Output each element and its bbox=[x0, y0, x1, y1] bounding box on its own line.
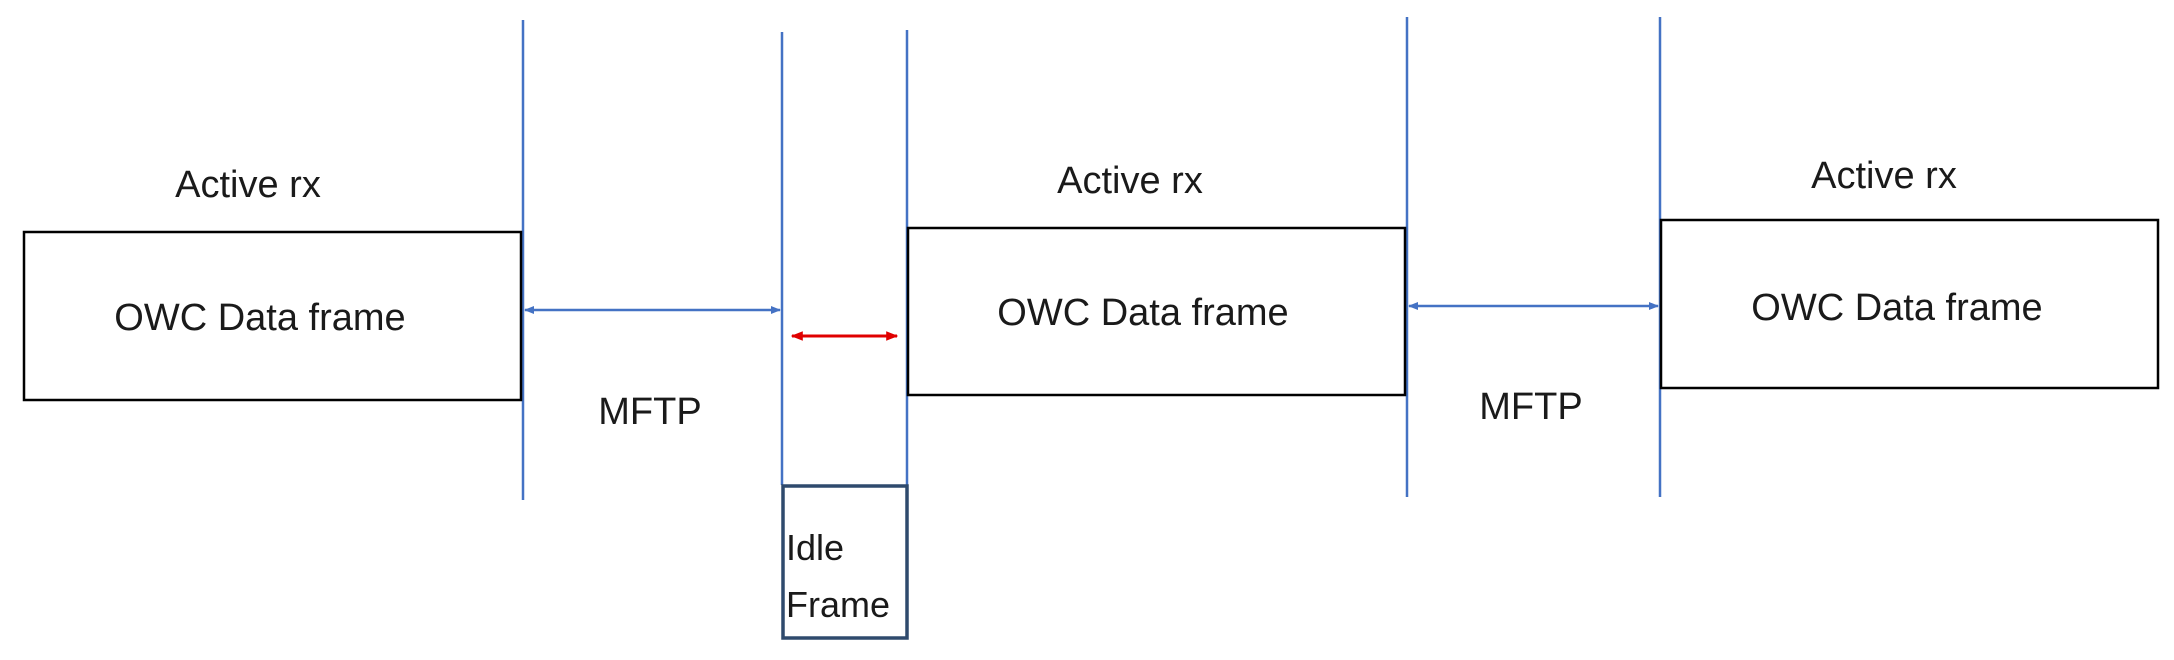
active-rx-label-1: Active rx bbox=[175, 164, 321, 206]
data-frame-label-2: OWC Data frame bbox=[997, 292, 1288, 334]
idle-frame-label-line1: Idle bbox=[786, 527, 844, 568]
idle-frame-box bbox=[781, 484, 909, 640]
data-frame-box-1 bbox=[22, 230, 523, 402]
active-rx-label-2: Active rx bbox=[1057, 160, 1203, 202]
idle-frame-label-line2: Frame bbox=[786, 584, 890, 625]
mftp-label-1: MFTP bbox=[598, 391, 701, 433]
data-frame-label-1: OWC Data frame bbox=[114, 297, 405, 339]
data-frame-box-2 bbox=[906, 226, 1407, 397]
mftp-label-2: MFTP bbox=[1479, 386, 1582, 428]
active-rx-label-3: Active rx bbox=[1811, 155, 1957, 197]
data-frame-label-3: OWC Data frame bbox=[1751, 287, 2042, 329]
data-frame-box-3 bbox=[1659, 218, 2160, 390]
